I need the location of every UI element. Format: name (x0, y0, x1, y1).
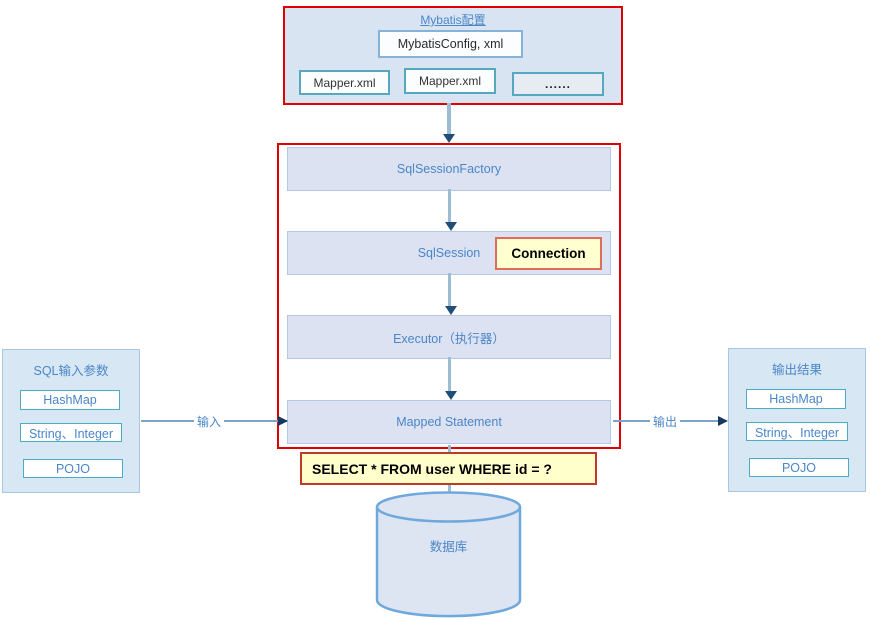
input-item-pojo: POJO (23, 459, 123, 478)
output-group-title: 输出结果 (771, 363, 822, 377)
sql-statement-callout: SELECT * FROM user WHERE id = ? (300, 452, 597, 485)
output-arrow-label: 输出 (650, 413, 681, 430)
database-label: 数据库 (429, 540, 468, 554)
arrow-session-to-executor-arrowhead-icon (445, 306, 457, 315)
arrow-executor-to-statement-line (448, 357, 451, 391)
input-group-box: SQL输入参数 HashMap String、Integer POJO (2, 349, 140, 493)
node-mapped-statement: Mapped Statement (287, 400, 611, 444)
output-item-hashmap: HashMap (746, 389, 846, 409)
arrow-session-to-executor-line (448, 273, 451, 306)
database-cylinder-icon (375, 490, 522, 618)
output-item-string-integer: String、Integer (746, 422, 848, 441)
node-sqlsessionfactory: SqlSessionFactory (287, 147, 611, 191)
connector-config-to-core-arrowhead-icon (443, 134, 455, 143)
output-item-pojo: POJO (749, 458, 849, 477)
arrow-executor-to-statement-arrowhead-icon (445, 391, 457, 400)
input-item-hashmap: HashMap (20, 390, 120, 410)
output-group-box: 输出结果 HashMap String、Integer POJO (728, 348, 866, 492)
input-arrow-label: 输入 (194, 413, 225, 430)
input-arrow-arrowhead-icon (278, 416, 288, 426)
input-item-string-integer: String、Integer (20, 423, 122, 442)
output-arrow-arrowhead-icon (718, 416, 728, 426)
config-group-title: Mybatis配置 (420, 13, 486, 27)
arrow-factory-to-session-arrowhead-icon (445, 222, 457, 231)
connector-config-to-core-line (447, 103, 451, 135)
config-group-box: Mybatis配置 MybatisConfig, xml Mapper.xml … (283, 6, 623, 105)
node-executor: Executor（执行器） (287, 315, 611, 359)
node-mapper-xml-2: Mapper.xml (404, 68, 496, 94)
node-mybatis-config-xml: MybatisConfig, xml (378, 30, 523, 58)
node-mapper-more: ...... (512, 72, 604, 96)
core-group-box: SqlSessionFactory SqlSession Executor（执行… (277, 143, 621, 449)
input-group-title: SQL输入参数 (33, 364, 109, 378)
node-mapper-xml-1: Mapper.xml (299, 70, 390, 95)
connection-callout: Connection (495, 237, 602, 270)
arrow-factory-to-session-line (448, 189, 451, 222)
